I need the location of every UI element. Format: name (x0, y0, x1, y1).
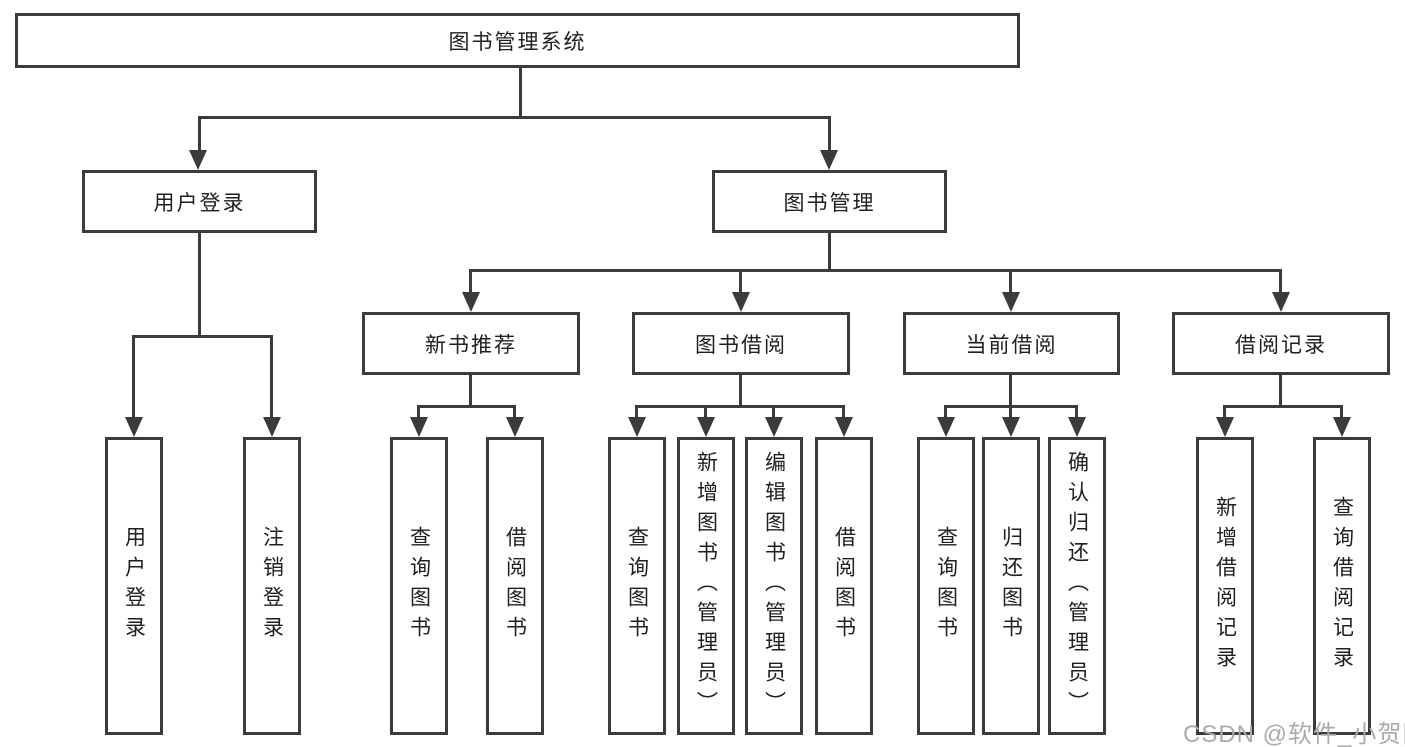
connector-line (1279, 375, 1282, 407)
connector-line (469, 375, 472, 407)
node-user-login: 用户登录 (82, 170, 317, 233)
connector-line (417, 405, 420, 422)
connector-line (132, 335, 135, 420)
connector-line (198, 233, 201, 336)
node-query-books-borrow: 查询图书 (608, 437, 666, 735)
connector-line (772, 405, 775, 422)
connector-line (944, 405, 1078, 408)
arrow-down-icon (835, 417, 853, 437)
connector-line (739, 375, 742, 407)
node-user-login-action: 用户登录 (105, 437, 163, 735)
connector-line (944, 405, 947, 422)
connector-line (513, 405, 516, 422)
connector-line (198, 117, 201, 151)
csdn-watermark: CSDN @软件_小贺同学 (1183, 721, 1405, 747)
arrow-down-icon (937, 417, 955, 437)
node-borrow-records: 借阅记录 (1172, 312, 1390, 375)
arrow-down-icon (462, 292, 480, 312)
arrow-down-icon (820, 150, 838, 170)
arrow-down-icon (628, 417, 646, 437)
connector-line (1009, 375, 1012, 407)
node-query-borrow-record: 查询借阅记录 (1313, 437, 1371, 735)
node-borrow-books-action: 借阅图书 (815, 437, 873, 735)
node-new-book-recommend: 新书推荐 (362, 312, 580, 375)
node-add-borrow-record: 新增借阅记录 (1196, 437, 1254, 735)
connector-line (635, 405, 638, 422)
connector-line (519, 68, 522, 118)
connector-line (132, 335, 273, 338)
arrow-down-icon (189, 150, 207, 170)
arrow-down-icon (263, 417, 281, 437)
node-current-borrow: 当前借阅 (903, 312, 1120, 375)
connector-line (417, 405, 516, 408)
connector-line (1009, 405, 1012, 422)
connector-line (1223, 405, 1226, 422)
connector-line (842, 405, 845, 422)
arrow-down-icon (1002, 417, 1020, 437)
node-borrow-books-recommend: 借阅图书 (486, 437, 544, 735)
arrow-down-icon (506, 417, 524, 437)
connector-line (270, 335, 273, 420)
node-book-management: 图书管理 (712, 170, 947, 233)
connector-line (635, 405, 845, 408)
connector-line (469, 269, 472, 296)
connector-line (1340, 405, 1343, 422)
node-confirm-return-admin: 确认归还（管理员） (1048, 437, 1106, 735)
arrow-down-icon (1216, 417, 1234, 437)
connector-line (704, 405, 707, 422)
node-query-books-current: 查询图书 (917, 437, 975, 735)
connector-line (1223, 405, 1343, 408)
node-return-books: 归还图书 (982, 437, 1040, 735)
connector-line (1075, 405, 1078, 422)
node-query-books-recommend: 查询图书 (390, 437, 448, 735)
connector-line (198, 116, 831, 119)
connector-line (1009, 269, 1012, 296)
connector-line (828, 233, 831, 271)
arrow-down-icon (732, 292, 750, 312)
node-add-books-admin: 新增图书（管理员） (677, 437, 735, 735)
arrow-down-icon (1068, 417, 1086, 437)
connector-line (469, 269, 1282, 272)
arrow-down-icon (765, 417, 783, 437)
node-book-borrow: 图书借阅 (632, 312, 850, 375)
node-edit-books-admin: 编辑图书（管理员） (745, 437, 803, 735)
arrow-down-icon (697, 417, 715, 437)
node-logout-action: 注销登录 (243, 437, 301, 735)
arrow-down-icon (410, 417, 428, 437)
arrow-down-icon (1333, 417, 1351, 437)
connector-line (739, 269, 742, 296)
arrow-down-icon (1272, 292, 1290, 312)
connector-line (828, 117, 831, 151)
arrow-down-icon (125, 417, 143, 437)
node-library-system: 图书管理系统 (15, 13, 1020, 68)
arrow-down-icon (1002, 292, 1020, 312)
connector-line (1279, 269, 1282, 296)
